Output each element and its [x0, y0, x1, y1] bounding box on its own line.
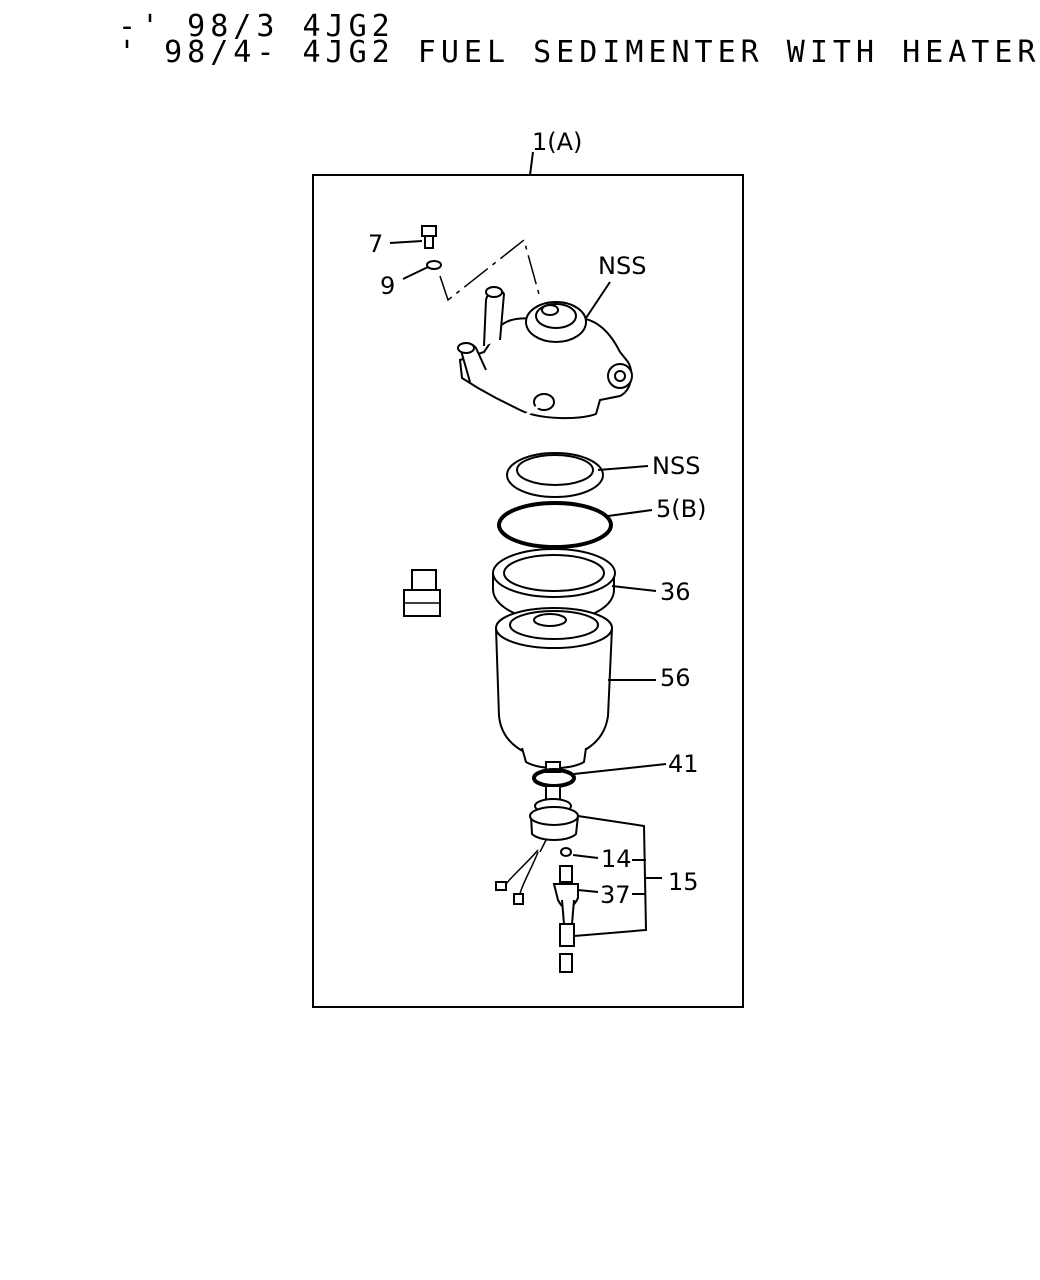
callout-5b: 5(B) — [656, 495, 706, 523]
washer-part — [426, 260, 442, 270]
callout-7: 7 — [368, 230, 383, 258]
callout-9: 9 — [380, 272, 395, 300]
ring-nss-leader — [597, 465, 649, 471]
callout-1a: 1(A) — [532, 128, 582, 156]
head-nss-leader — [585, 281, 611, 319]
heater-cable-part — [403, 400, 545, 617]
washer-leader — [402, 266, 429, 280]
callout-56: 56 — [660, 664, 691, 692]
o-ring-leader — [607, 509, 653, 517]
bolt-part — [421, 225, 437, 249]
o-ring-part — [497, 501, 613, 549]
diagram-title-line-2: ' 98/4- 4JG2 FUEL SEDIMENTER WITH HEATER — [118, 35, 1040, 70]
filter-element-part — [495, 607, 613, 773]
assembly-leader — [529, 151, 534, 176]
assembly-frame — [312, 174, 744, 1008]
callout-ring-nss: NSS — [652, 452, 700, 480]
small-o-ring-leader — [572, 854, 599, 859]
small-o-ring-part — [560, 847, 572, 857]
bolt-bracket-line — [439, 238, 541, 302]
sensor-assy-bracket — [573, 815, 648, 937]
callout-head-nss: NSS — [598, 252, 646, 280]
retaining-ring-part — [492, 548, 616, 624]
bolt-leader — [389, 240, 423, 244]
seal-ring-part — [506, 452, 604, 498]
water-sensor-part — [552, 865, 579, 973]
callout-37: 37 — [600, 881, 631, 909]
callout-14: 14 — [601, 845, 632, 873]
retaining-ring-leader — [611, 585, 657, 592]
drain-plug-part — [495, 785, 579, 905]
bottom-o-ring-leader — [573, 763, 667, 775]
callout-41: 41 — [668, 750, 699, 778]
callout-36: 36 — [660, 578, 691, 606]
diagram-title-line-1: -' 98/3 4JG2 — [118, 9, 395, 44]
callout-15: 15 — [668, 868, 699, 896]
sensor-leader — [577, 889, 599, 893]
filter-head-part — [457, 286, 633, 420]
